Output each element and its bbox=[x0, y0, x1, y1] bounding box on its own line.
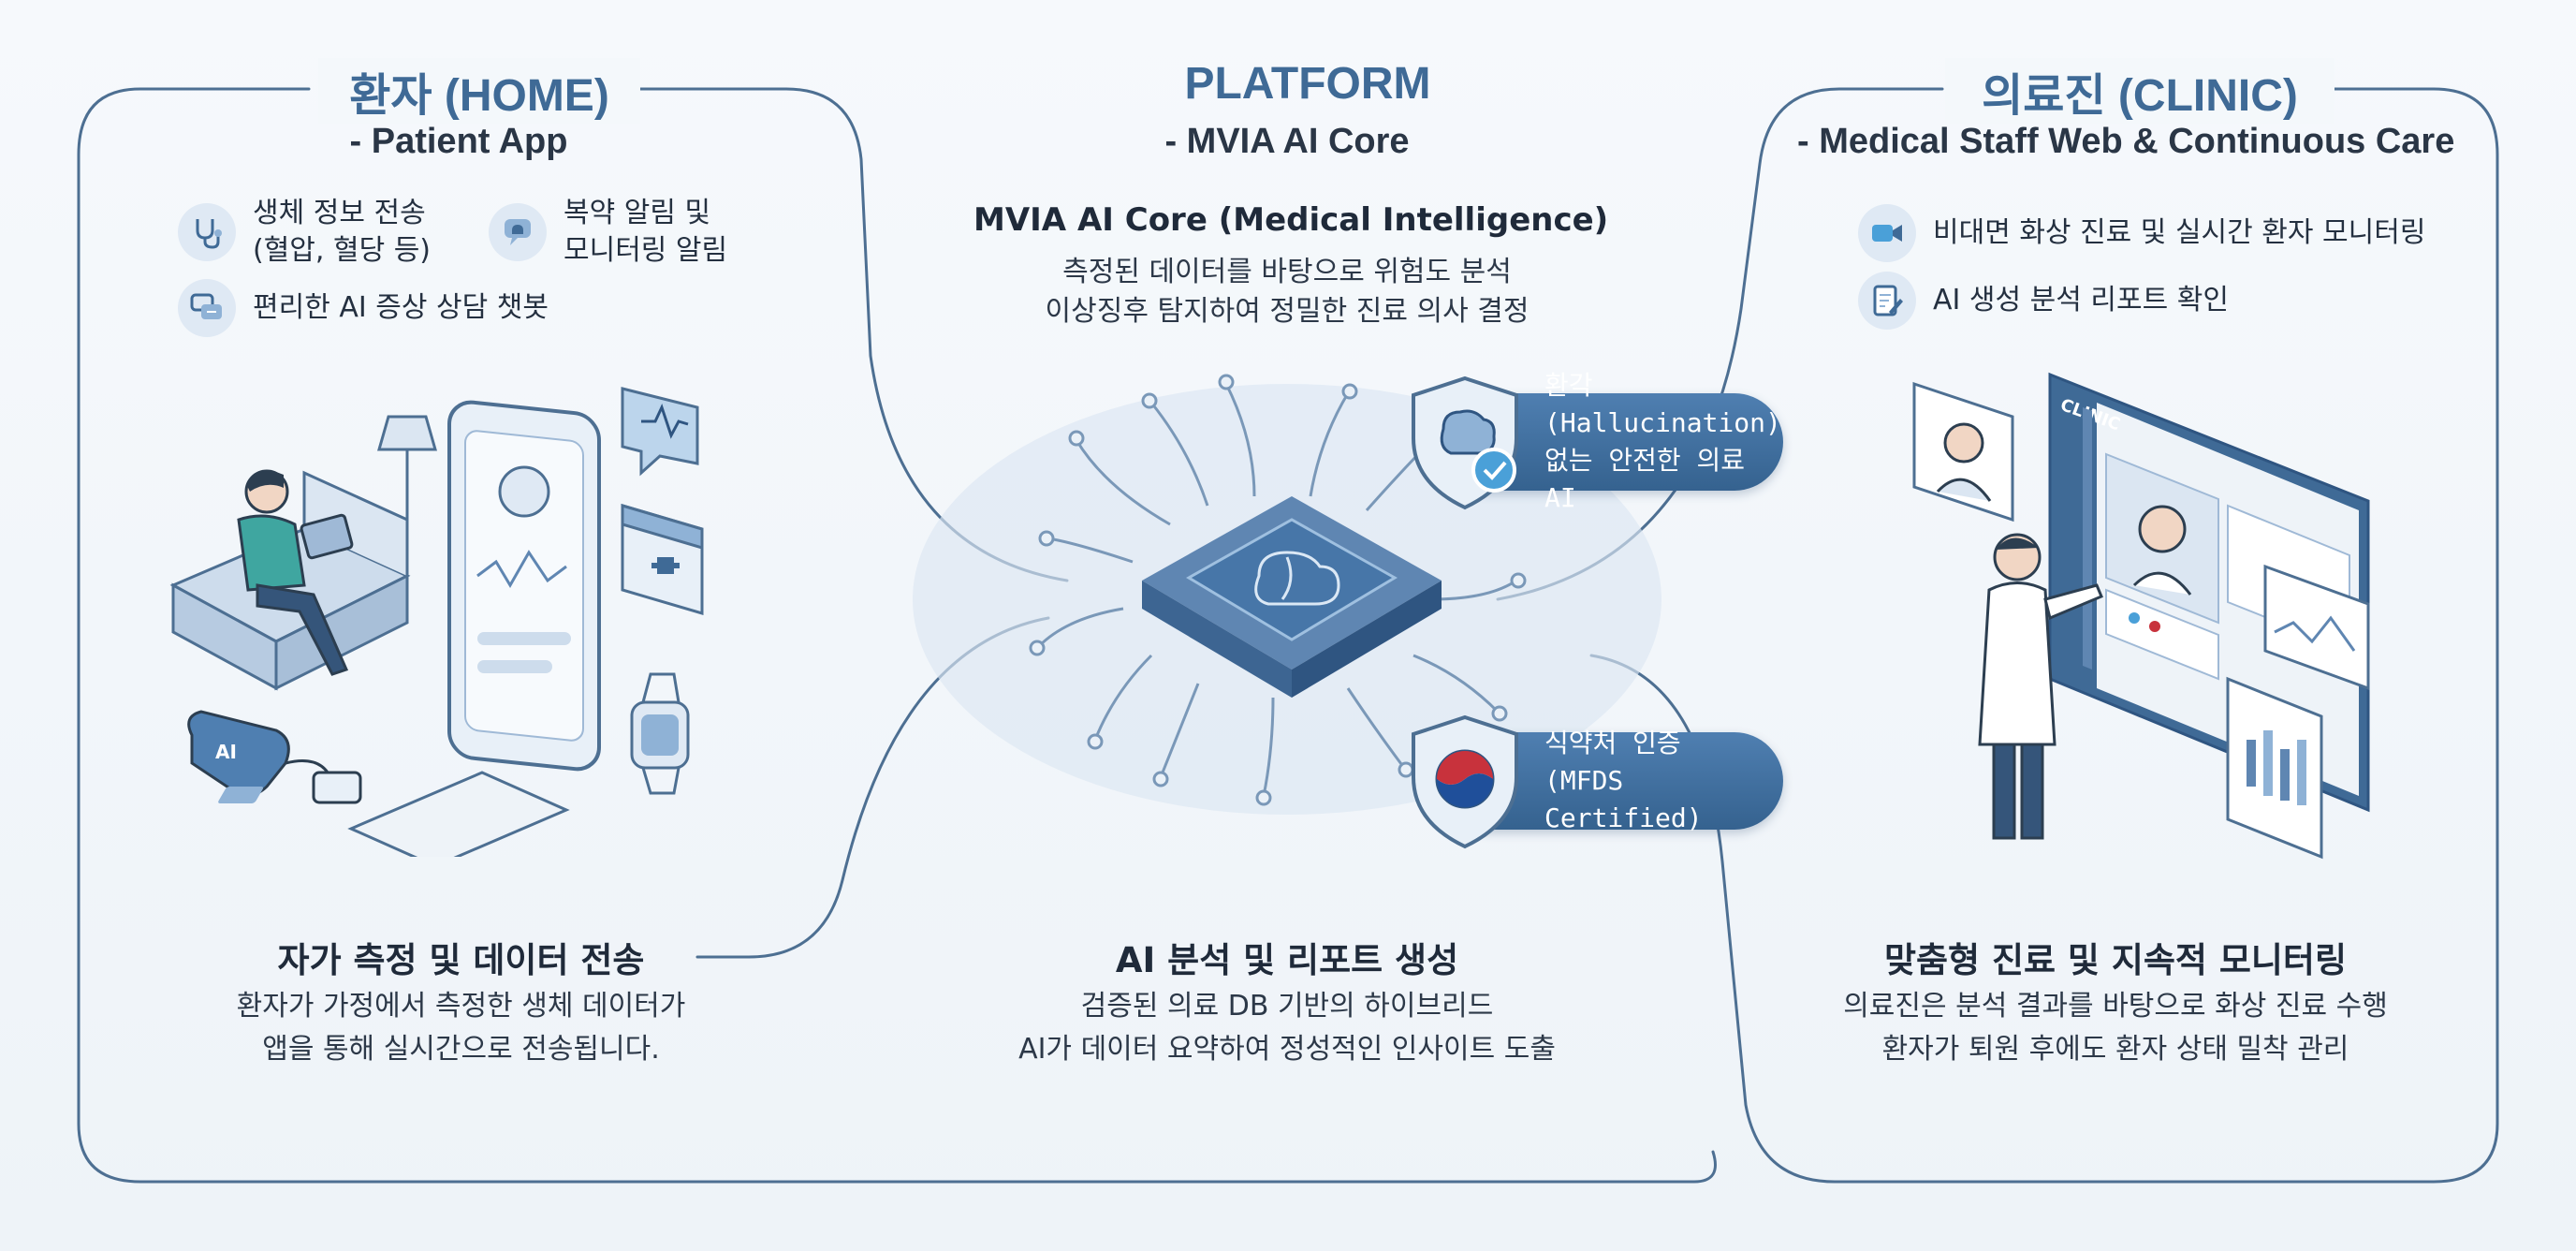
home-feature-chatbot: 편리한 AI 증상 상담 챗봇 bbox=[178, 279, 549, 337]
platform-panel-title: PLATFORM bbox=[1184, 59, 1431, 109]
clinic-illustration: CLINIC bbox=[1912, 372, 2370, 860]
home-feature-vitals: 생체 정보 전송 (혈압, 혈당 등) bbox=[178, 195, 431, 270]
video-camera-icon bbox=[1858, 204, 1916, 262]
stethoscope-icon bbox=[178, 203, 236, 261]
clinic-panel-border bbox=[1589, 87, 2499, 1184]
smart-scale-icon bbox=[218, 771, 570, 857]
badge-line: 식약처 인증 bbox=[1544, 728, 1681, 758]
patient-home-illustration: AI bbox=[169, 387, 704, 857]
feature-line: 비대면 화상 진료 및 실시간 환자 모니터링 bbox=[1933, 216, 2426, 249]
badge-line: (MFDS Certified) bbox=[1544, 765, 1703, 833]
badge-line: 환각(Hallucination) bbox=[1544, 370, 1781, 438]
core-title: MVIA AI Core (Medical Intelligence) bbox=[973, 201, 1609, 239]
clinic-section-body-line1: 의료진은 분석 결과를 바탕으로 화상 진료 수행 bbox=[1843, 990, 2388, 1023]
chat-bubbles-icon bbox=[178, 279, 236, 337]
feature-line: 복약 알림 및 bbox=[564, 197, 711, 229]
clinic-panel-subtitle: - Medical Staff Web & Continuous Care bbox=[1797, 122, 2455, 161]
chart-panel bbox=[2263, 564, 2370, 691]
platform-panel-subtitle: - MVIA AI Core bbox=[1164, 122, 1410, 161]
home-panel-title: 환자 (HOME) bbox=[318, 58, 640, 124]
feature-line: AI 생성 분석 리포트 확인 bbox=[1933, 284, 2229, 316]
phone-illustration bbox=[447, 400, 601, 772]
brain-shield-icon bbox=[1412, 375, 1518, 510]
platform-section-title: AI 분석 및 리포트 생성 bbox=[1115, 940, 1459, 980]
home-panel-subtitle: - Patient App bbox=[349, 122, 568, 161]
blood-pressure-monitor-icon: AI bbox=[187, 710, 362, 804]
lamp-illustration bbox=[377, 415, 437, 576]
doctor-figure bbox=[1978, 533, 2103, 840]
bp-monitor-label: AI bbox=[215, 741, 237, 763]
smartwatch-icon bbox=[630, 672, 690, 795]
clinic-feature-report: AI 생성 분석 리포트 확인 bbox=[1858, 272, 2229, 330]
clinic-section-body-line2: 환자가 퇴원 후에도 환자 상태 밀착 관리 bbox=[1881, 1033, 2349, 1066]
badge-line: 없는 안전한 의료 AI bbox=[1544, 445, 1746, 513]
clinic-panel-title: 의료진 (CLINIC) bbox=[1945, 58, 2334, 124]
heart-monitor-icon bbox=[621, 387, 699, 477]
certified-shield-icon bbox=[1412, 714, 1518, 849]
core-body-line2: 이상징후 탐지하여 정밀한 진료 의사 결정 bbox=[1045, 295, 1530, 328]
feature-line: 편리한 AI 증상 상담 챗봇 bbox=[253, 291, 549, 324]
home-section-body-line1: 환자가 가정에서 측정한 생체 데이터가 bbox=[236, 990, 686, 1023]
platform-section-body-line1: 검증된 의료 DB 기반의 하이브리드 bbox=[1080, 990, 1494, 1023]
feature-line: (혈압, 혈당 등) bbox=[253, 234, 432, 267]
video-call-window bbox=[1912, 381, 2014, 522]
platform-section-body-line2: AI가 데이터 요약하여 정성적인 인사이트 도출 bbox=[1018, 1033, 1556, 1066]
patient-figure bbox=[237, 469, 354, 676]
medical-calendar-icon bbox=[621, 503, 704, 616]
report-edit-icon bbox=[1858, 272, 1916, 330]
home-section-title: 자가 측정 및 데이터 전송 bbox=[277, 940, 645, 980]
report-panel bbox=[2226, 676, 2323, 860]
feature-line: 모니터링 알림 bbox=[564, 234, 728, 267]
bell-chat-icon bbox=[489, 203, 547, 261]
sofa-illustration bbox=[169, 470, 411, 691]
clinic-section-title: 맞춤형 진료 및 지속적 모니터링 bbox=[1883, 940, 2348, 980]
clinic-dashboard-screen: CLINIC bbox=[2048, 372, 2370, 813]
core-body-line1: 측정된 데이터를 바탕으로 위험도 분석 bbox=[1062, 256, 1512, 288]
clinic-feature-video: 비대면 화상 진료 및 실시간 환자 모니터링 bbox=[1858, 204, 2425, 262]
ai-chip bbox=[1142, 496, 1442, 698]
home-section-body-line2: 앱을 통해 실시간으로 전송됩니다. bbox=[262, 1033, 660, 1066]
home-panel-border bbox=[77, 87, 1717, 1184]
feature-line: 생체 정보 전송 bbox=[253, 197, 426, 229]
